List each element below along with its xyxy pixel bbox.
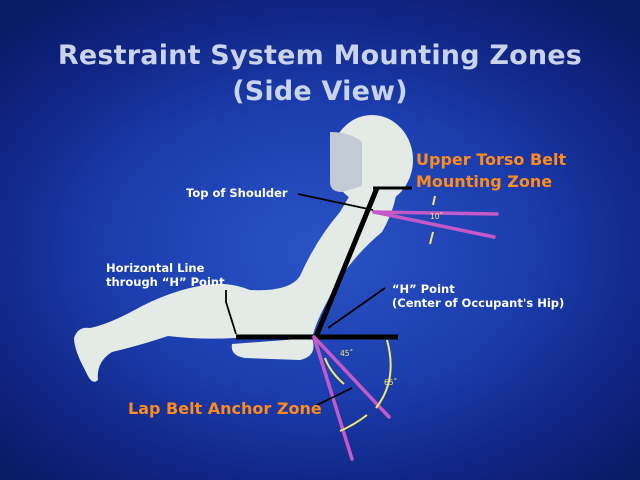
angle-arcs (324, 195, 436, 432)
horizontal-line-label-1: Horizontal Line (106, 261, 205, 275)
occupant-figure (74, 115, 413, 382)
lap-angle-arc-45 (324, 357, 345, 385)
torso-zone-line-lower (372, 210, 496, 239)
seat-bottom (231, 338, 314, 360)
lap-angle-45-label: 45˚ (340, 349, 353, 358)
lap-zone-line-45 (312, 335, 391, 419)
backrest-line (313, 187, 380, 338)
h-point-leader (327, 287, 386, 329)
torso-angle-tick-top (432, 195, 436, 206)
upper-torso-zone-label-2: Mounting Zone (416, 172, 552, 191)
lap-angle-65-label: 65˚ (384, 378, 397, 387)
torso-zone-line-upper (372, 210, 499, 216)
diagram-title: Restraint System Mounting Zones (57, 40, 583, 71)
lap-zone-leader (312, 387, 353, 408)
horizontal-line-label-2: through “H” Point (106, 275, 225, 289)
horizontal-line-leader (225, 290, 237, 335)
shoulder-leader (297, 193, 374, 211)
h-point-label-2: (Center of Occupant's Hip) (392, 296, 564, 310)
torso-angle-label: 10˚ (430, 212, 443, 221)
lap-angle-arc-65-lower (339, 414, 368, 432)
leader-lines (225, 193, 386, 408)
torso-angle-tick-bottom (429, 231, 434, 245)
diagram-subtitle: (Side View) (232, 76, 408, 107)
body (74, 195, 396, 382)
visor (330, 132, 362, 192)
reference-lines (236, 186, 412, 340)
top-of-shoulder-label: Top of Shoulder (186, 186, 288, 200)
h-point-label-1: “H” Point (392, 282, 455, 296)
lap-belt-zone-label: Lap Belt Anchor Zone (128, 399, 322, 418)
upper-torso-zone-label-1: Upper Torso Belt (416, 150, 567, 169)
lap-angle-arc-65-upper (375, 339, 392, 409)
